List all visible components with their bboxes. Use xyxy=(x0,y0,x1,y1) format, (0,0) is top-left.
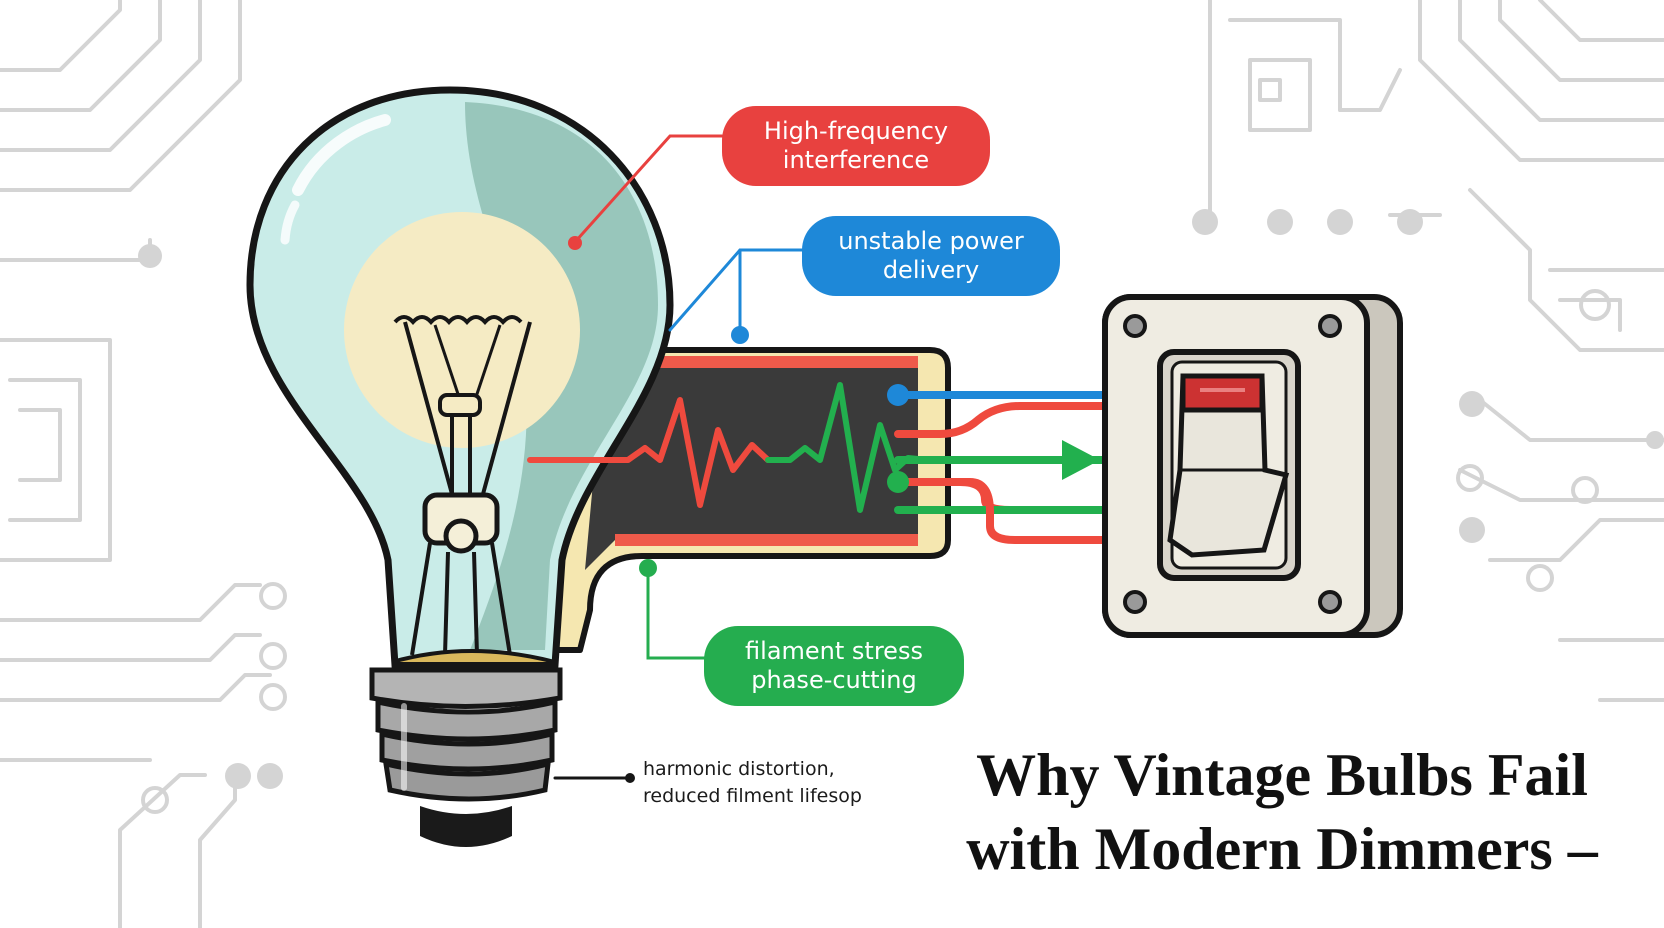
power-callout-line2: delivery xyxy=(882,256,980,284)
interference-callout: High-frequency interference xyxy=(722,106,990,186)
filament-callout-line2: phase-cutting xyxy=(751,666,917,694)
circuit-pad-rings xyxy=(141,289,1611,814)
filament-callout: filament stress phase-cutting xyxy=(704,626,964,706)
distortion-note-line2: reduced filment lifesop xyxy=(643,785,862,807)
callout-anchor-dots xyxy=(568,236,749,783)
circuit-node-dots xyxy=(138,209,1664,789)
light-bulb-icon xyxy=(246,86,674,847)
distortion-note-line1: harmonic distortion, xyxy=(643,758,835,780)
page-title-line1: Why Vintage Bulbs Fail xyxy=(976,742,1588,808)
interference-callout-line1: High-frequency xyxy=(763,117,949,145)
callout-leaders xyxy=(553,134,804,780)
page-title-line2: with Modern Dimmers – xyxy=(966,816,1598,882)
page-title: Why Vintage Bulbs Fail with Modern Dimme… xyxy=(940,738,1624,886)
dimmer-switch-icon xyxy=(1102,294,1403,638)
filament-callout-line1: filament stress xyxy=(745,637,923,665)
power-callout-line1: unstable power xyxy=(838,227,1024,255)
distortion-note: harmonic distortion, reduced filment lif… xyxy=(643,756,862,810)
arrow-icon xyxy=(1062,440,1100,480)
interference-callout-line2: interference xyxy=(782,146,930,174)
power-callout: unstable power delivery xyxy=(802,216,1060,296)
